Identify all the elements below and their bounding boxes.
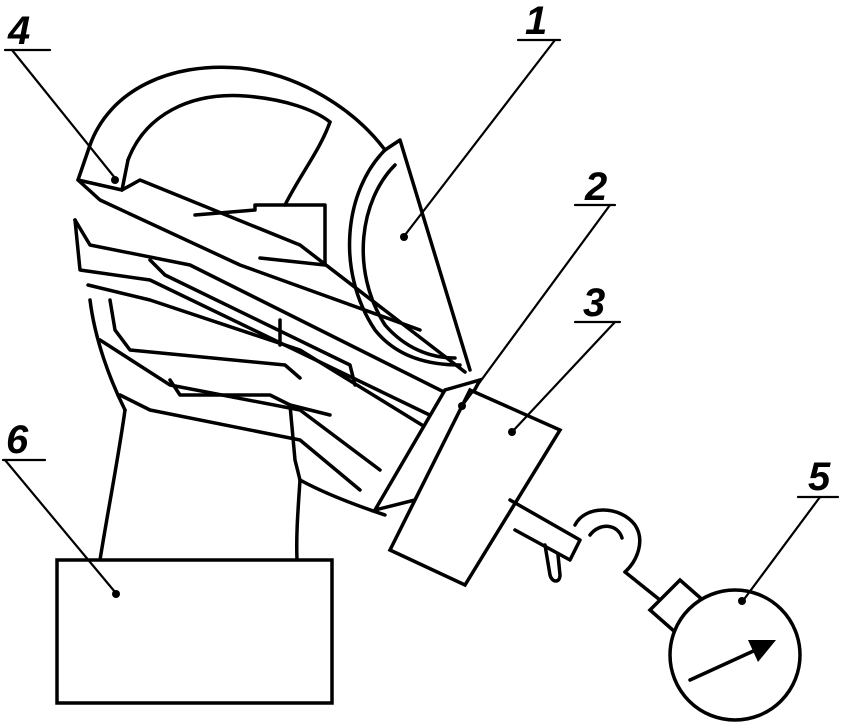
valve-block <box>371 377 484 513</box>
callout-2: 2 <box>584 165 607 209</box>
callout-leaders <box>3 38 822 605</box>
support-stand <box>55 558 334 705</box>
callout-1: 1 <box>525 0 547 43</box>
callout-4: 4 <box>7 9 30 53</box>
callout-5: 5 <box>808 455 831 499</box>
callout-6: 6 <box>6 418 29 462</box>
head-harness-straps <box>73 178 467 492</box>
pressure-gauge-icon <box>647 577 802 722</box>
callout-3: 3 <box>583 281 605 325</box>
head-and-neck <box>98 408 387 562</box>
test-adapter-block <box>387 387 582 588</box>
hook-icon <box>573 508 662 602</box>
mask-shell <box>76 65 472 412</box>
